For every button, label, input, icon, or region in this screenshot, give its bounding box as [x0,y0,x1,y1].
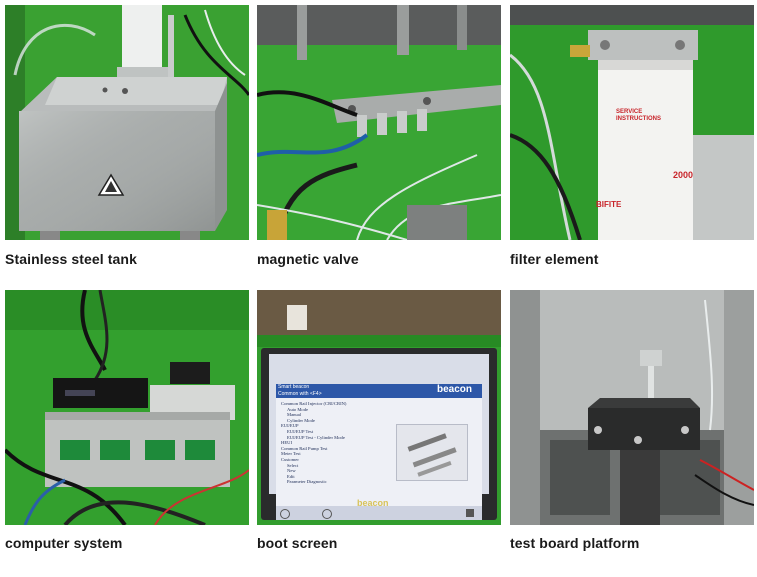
caption-computer-system: computer system [5,535,123,551]
toolbar-icon[interactable] [466,509,474,517]
caption-filter-element: filter element [510,251,599,267]
menu-item[interactable]: Customer [281,456,299,462]
injector-preview-image [396,424,468,481]
menu-item[interactable]: Edit [287,473,295,479]
boot-screen-logo: beacon [436,384,472,395]
filter-label-number: 2000 [673,170,694,180]
stainless-steel-tank-photo [5,5,249,240]
computer-system-photo [5,290,249,525]
filter-label-heading: SERVICE INSTRUCTIONS [616,109,661,122]
menu-item[interactable]: Common Rail Injector (CRI/CRIN) [281,401,347,406]
boot-screen-subtitle: Common with <F4> [278,391,322,397]
boot-screen-toolbar [276,506,482,520]
monitor-bezel-logo: beacon [357,498,389,508]
menu-item[interactable]: New [287,468,296,474]
caption-boot-screen: boot screen [257,535,338,551]
menu-item[interactable]: Parameter Diagnostic [287,479,327,485]
menu-item[interactable]: Select [287,462,299,468]
caption-test-board-platform: test board platform [510,535,640,551]
boot-screen-photo: Smart beacon Common with <F4> beacon Com… [257,290,501,525]
menu-item[interactable]: Common Rail Pump Test [281,445,328,451]
test-board-platform-photo [510,290,754,525]
boot-screen-menu: Common Rail Injector (CRI/CRIN) Auto Mod… [281,401,391,485]
menu-item[interactable]: EUI/EUP [281,423,299,429]
toolbar-icon[interactable] [280,509,290,519]
magnetic-valve-photo [257,5,501,240]
filter-element-photo [510,5,754,240]
filter-label-brand: BIFITE [596,200,622,209]
menu-item[interactable]: EUI/EUP Test [287,428,314,434]
caption-magnetic-valve: magnetic valve [257,251,359,267]
boot-screen-display: Smart beacon Common with <F4> beacon Com… [276,384,482,520]
caption-stainless-steel-tank: Stainless steel tank [5,251,137,267]
toolbar-icon[interactable] [322,509,332,519]
menu-item[interactable]: Auto Mode [287,406,309,412]
menu-item[interactable]: Meter Test [281,451,301,457]
menu-item[interactable]: HEUI [281,440,292,446]
menu-item[interactable]: Cylinder Mode [287,417,315,423]
menu-item[interactable]: EUI/EUP Test - Cylinder Mode [287,434,345,440]
menu-item[interactable]: Manual [287,412,302,418]
boot-screen-window-title: Smart beacon [278,384,310,390]
boot-screen-titlebar: Smart beacon Common with <F4> beacon [276,384,482,398]
